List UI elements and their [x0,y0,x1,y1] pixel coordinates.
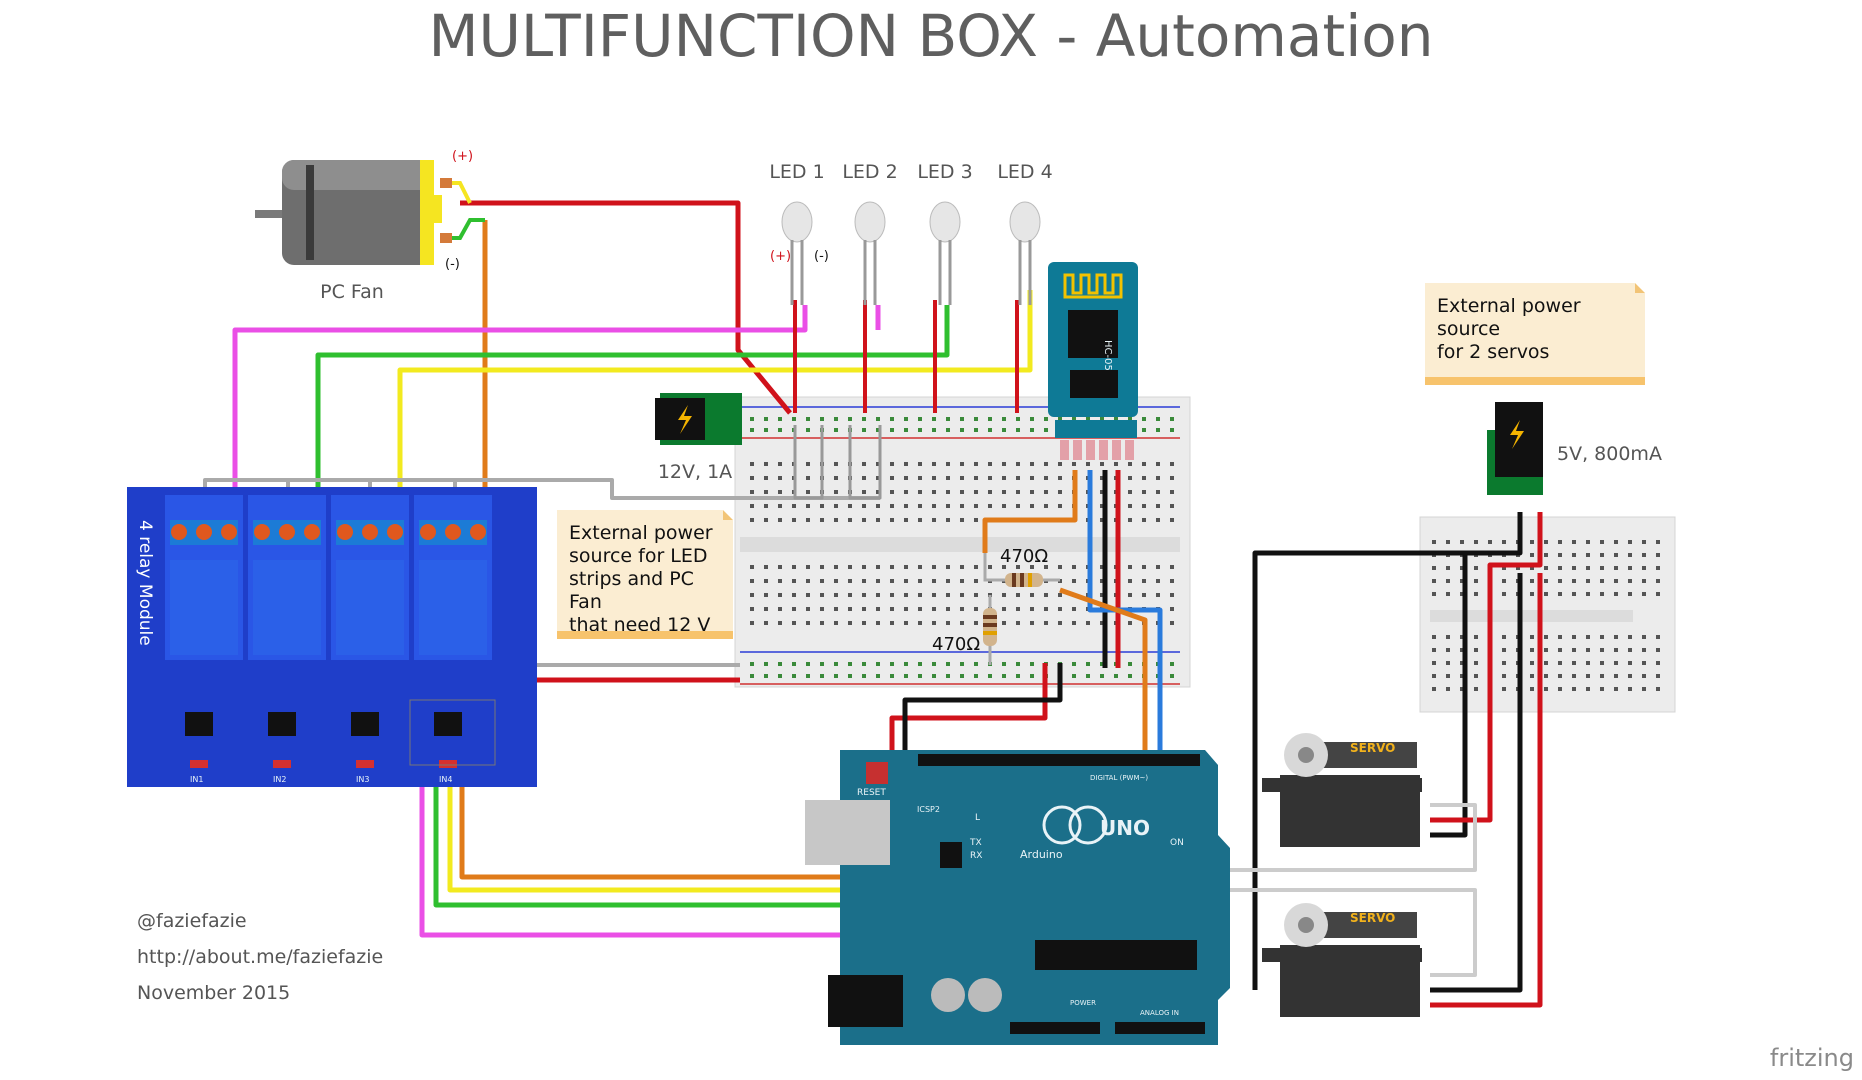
note-led-line-1: External power [569,522,713,544]
note-led-line-4: that need 12 V [569,614,711,636]
led-4 [1009,201,1041,243]
led-1 [781,201,813,243]
diagram-title: MULTIFUNCTION BOX - Automation [428,2,1434,70]
servo-1-label: SERVO [1350,741,1395,755]
led-plus-label: (+) [770,249,791,264]
hc05-pin [1099,440,1108,460]
hc05-pin [1073,440,1082,460]
led-minus-label: (-) [814,249,829,264]
fan-plus-label: (+) [452,149,473,164]
pc-fan-label: PC Fan [320,281,384,303]
wire-yellow-led [397,290,1033,520]
reset-label: RESET [857,788,886,798]
dc-jack-5v [1487,402,1543,495]
relay-module [127,487,537,787]
tx-label: TX [969,838,982,848]
note-servo-power: External power source for 2 servos [1425,283,1645,385]
on-label: ON [1170,838,1184,848]
resistor-1-label: 470Ω [1000,546,1048,567]
note-led-line-2: source for LED [569,545,708,567]
servo-breadboard [1419,516,1676,713]
wire-orange-hc05 [982,470,1078,553]
note-servo-line-1: External power source [1437,295,1581,340]
wire-green-led [315,305,950,520]
servo-2-label: SERVO [1350,911,1395,925]
icsp-label: ICSP2 [917,805,940,814]
fritzing-logo: fritzing [1769,1044,1854,1072]
credit-date: November 2015 [137,982,291,1004]
note-led-line-3: strips and PC Fan [569,568,694,613]
note-led-power: External power source for LED strips and… [557,510,733,639]
relay-module-label: 4 relay Module [135,520,155,646]
relay-input-label: IN2 [273,775,286,784]
jack-12v-label: 12V, 1A [658,461,732,483]
arduino-brand-label: Arduino [1020,848,1063,861]
jack-5v-label: 5V, 800mA [1557,443,1662,465]
note-servo-line-2: for 2 servos [1437,341,1550,363]
hc05-pin [1125,440,1134,460]
pc-fan [255,160,485,265]
fan-minus-label: (-) [445,257,460,272]
led-3 [929,201,961,243]
relay-input-label: IN1 [190,775,203,784]
hc05-pin [1060,440,1069,460]
labels: PC Fan (+) (-) LED 1 LED 2 LED 3 LED 4 (… [135,149,1662,1017]
rx-label: RX [970,851,982,861]
wire-red-fan [460,200,792,415]
credit-url: http://about.me/faziefazie [137,946,384,968]
relay-input-label: IN4 [439,775,452,784]
hc05-pin [1112,440,1121,460]
wire-magenta-led [232,305,808,520]
wire-blue-hc05 [1087,470,1163,760]
leds [781,201,1041,305]
hc05-pin [1086,440,1095,460]
analog-label: ANALOG IN [1140,1009,1179,1017]
led1-label: LED 1 [769,161,824,183]
digital-label: DIGITAL (PWM~) [1090,774,1148,782]
led2-label: LED 2 [842,161,897,183]
servo-1 [1262,733,1422,847]
relay-input-label: IN3 [356,775,369,784]
credit-handle: @faziefazie [137,910,247,932]
power-label: POWER [1070,999,1096,1007]
hc05-label: HC-05 [1102,340,1113,371]
arduino-uno-label: UNO [1100,816,1150,840]
dc-jack-12v [655,393,742,445]
led4-label: LED 4 [997,161,1052,183]
wire-orange-rx [1059,587,1148,760]
hc05-module [1048,262,1138,460]
l-label: L [975,813,980,823]
arduino-uno [805,750,1230,1045]
resistors [983,553,1060,665]
led3-label: LED 3 [917,161,972,183]
resistor-2-label: 470Ω [932,634,980,655]
led-2 [854,201,886,243]
servo-2 [1262,903,1422,1017]
wire-black-servo [1252,550,1515,990]
